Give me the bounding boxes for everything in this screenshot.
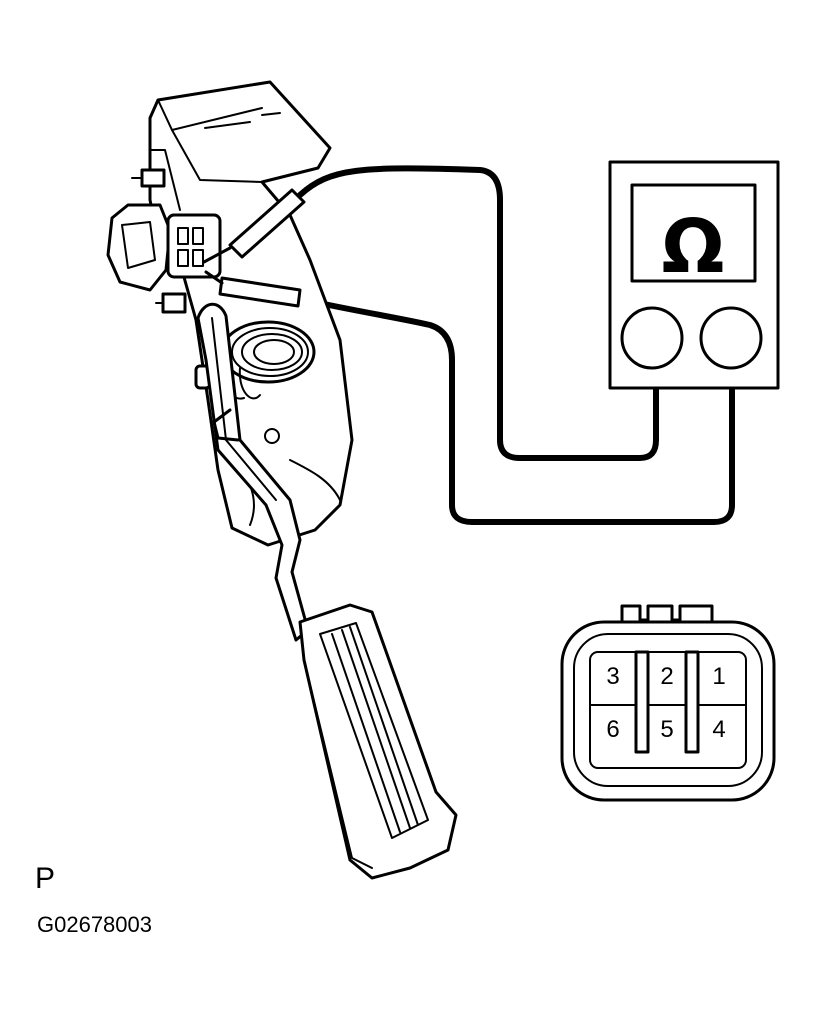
ohmmeter-display	[630, 183, 757, 283]
test-probe-upper	[202, 188, 306, 264]
view-label: P	[35, 862, 56, 895]
test-probe-lower	[204, 270, 302, 308]
meter-leads	[297, 165, 735, 525]
connector-outer-shell	[560, 620, 776, 802]
pedal-housing	[148, 80, 354, 547]
pin-divider-left	[634, 650, 650, 754]
pedal-pad	[298, 603, 458, 880]
ohmmeter: Ω	[608, 160, 780, 390]
housing-rivet	[264, 428, 280, 444]
pin-5-label: 5	[660, 716, 673, 743]
pin-2-label: 2	[660, 663, 673, 690]
connector-pinout-view: 3 2 1 6 5 4	[560, 604, 776, 802]
pin-1-label: 1	[712, 663, 725, 690]
lower-test-lead	[302, 297, 735, 525]
figure-code: G02678003	[37, 912, 152, 937]
pedal-clip	[212, 408, 240, 442]
pin-3-label: 3	[606, 663, 619, 690]
connector-inner-shell	[573, 633, 763, 787]
upper-test-lead	[297, 165, 659, 461]
pedal-sensor-connector	[106, 203, 222, 292]
connector-face	[589, 651, 747, 769]
pin-divider-right	[684, 650, 700, 754]
pin-4-label: 4	[712, 716, 725, 743]
meter-terminal-left	[620, 306, 684, 370]
ohm-symbol: Ω	[662, 204, 725, 290]
pin-6-label: 6	[606, 716, 619, 743]
mounting-bolt-lower	[155, 292, 187, 314]
meter-terminal-right	[699, 306, 763, 370]
mounting-bolt-upper	[131, 168, 166, 188]
accelerator-pedal-assembly	[106, 80, 458, 880]
